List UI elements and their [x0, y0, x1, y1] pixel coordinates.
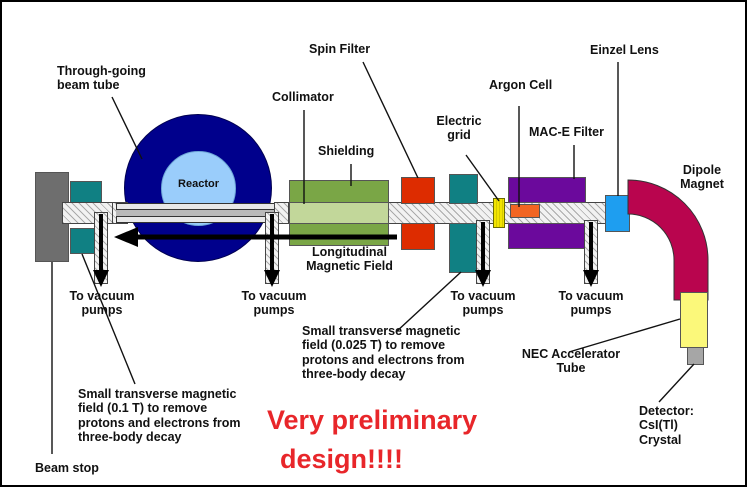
through-going-beam-tube-inner	[116, 209, 278, 217]
mac-e-filter-bottom	[508, 223, 586, 249]
shielding-block-top	[289, 180, 389, 203]
preliminary-warning-line2: design!!!!	[280, 444, 403, 474]
argon-cell	[510, 204, 540, 218]
electric-grid	[493, 198, 505, 228]
vacuum-pump-tube-4	[584, 220, 598, 284]
label-to-vacuum-pumps-2: To vacuum pumps	[241, 289, 307, 318]
spin-filter-bottom	[401, 223, 435, 250]
dipole-magnet-arc	[627, 179, 709, 301]
label-spin-filter: Spin Filter	[309, 42, 371, 56]
label-collimator: Collimator	[272, 90, 334, 104]
label-to-vacuum-pumps-3: To vacuum pumps	[450, 289, 516, 318]
label-argon-cell: Argon Cell	[489, 78, 553, 92]
leader-detector	[658, 363, 695, 403]
label-electric-grid: Electric grid	[436, 114, 482, 143]
transverse-magnet-mid-bottom	[449, 223, 478, 273]
label-through-going-beam-tube: Through-going beam tube	[57, 64, 146, 93]
leader-spin-filter	[362, 61, 419, 179]
leader-note-left	[81, 253, 136, 385]
label-beam-stop: Beam stop	[35, 461, 99, 475]
reactor-label: Reactor	[178, 178, 219, 190]
mac-e-filter-top	[508, 177, 586, 203]
vacuum-pump-tube-3	[476, 220, 490, 284]
label-longitudinal-magnetic-field: Longitudinal Magnetic Field	[306, 245, 393, 274]
collimator-aperture	[289, 202, 389, 224]
label-mac-e-filter: MAC-E Filter	[529, 125, 604, 139]
detector-crystal	[687, 347, 704, 365]
shielding-block-bottom	[289, 223, 389, 246]
preliminary-warning-line1: Very preliminary	[267, 405, 478, 435]
label-to-vacuum-pumps-1: To vacuum pumps	[69, 289, 135, 318]
label-detector: Detector: CsI(Tl) Crystal	[639, 404, 694, 447]
vacuum-pump-tube-1	[94, 212, 108, 284]
nec-accelerator-tube	[680, 292, 708, 348]
transverse-magnet-mid-top	[449, 174, 478, 204]
spin-filter-top	[401, 177, 435, 204]
note-left-transverse-field: Small transverse magnetic field (0.1 T) …	[78, 387, 241, 445]
label-to-vacuum-pumps-4: To vacuum pumps	[558, 289, 624, 318]
label-dipole-magnet: Dipole Magnet	[680, 163, 724, 192]
einzel-lens	[605, 195, 630, 232]
label-einzel-lens: Einzel Lens	[590, 43, 659, 57]
note-middle-transverse-field: Small transverse magnetic field (0.025 T…	[302, 324, 465, 382]
vacuum-pump-tube-2	[265, 212, 279, 284]
label-nec-accelerator-tube: NEC Accelerator Tube	[521, 347, 621, 376]
label-shielding: Shielding	[318, 144, 375, 158]
